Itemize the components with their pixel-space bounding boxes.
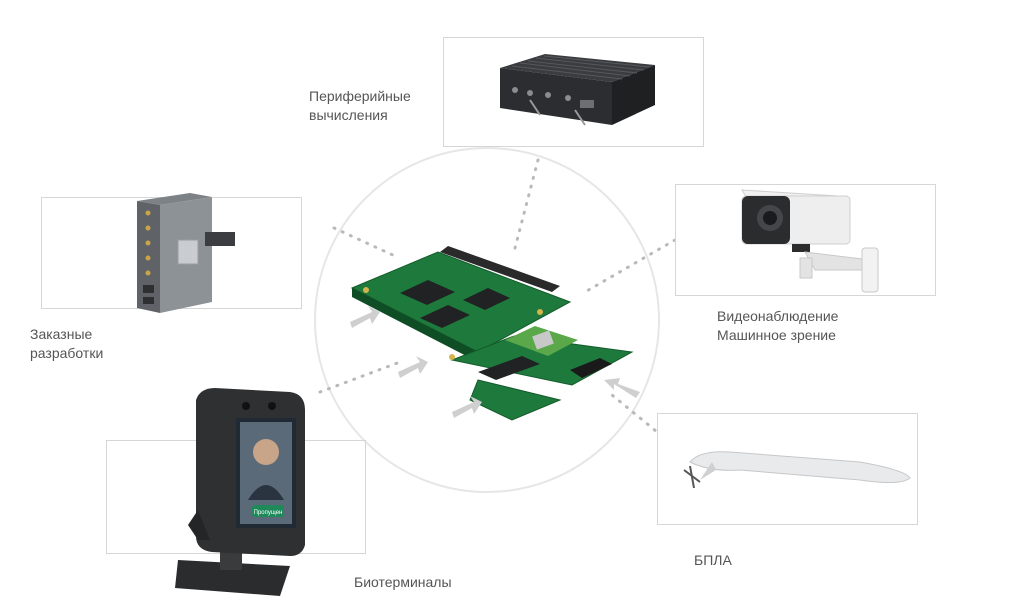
label-edge-line-1: Периферийные	[309, 88, 411, 104]
label-bioterminal: Биотерминалы	[354, 573, 452, 592]
label-video-line-2: Машинное зрение	[717, 327, 836, 343]
label-bio-line-1: Биотерминалы	[354, 574, 452, 590]
label-custom-line-2: разработки	[30, 345, 104, 361]
arrows	[350, 306, 640, 418]
connector-edge	[513, 158, 540, 250]
terminal-screen-text: Пропущен	[254, 510, 283, 516]
arrow-right	[604, 378, 640, 398]
connector-custom	[332, 226, 397, 258]
label-edge-line-2: вычисления	[309, 107, 388, 123]
center-circle	[314, 147, 660, 493]
label-edge-computing: Периферийные вычисления	[309, 87, 411, 125]
din-module-icon	[137, 193, 235, 313]
camera-icon	[741, 189, 879, 293]
label-drone: БПЛА	[694, 551, 732, 570]
connector-video	[583, 238, 677, 294]
label-video: Видеонаблюдение Машинное зрение	[717, 307, 838, 345]
connector-drone	[610, 393, 664, 438]
arrow-left-2	[398, 356, 428, 378]
label-drone-line-1: БПЛА	[694, 552, 732, 568]
connector-bio	[318, 360, 402, 394]
pcb-module-icon	[350, 246, 634, 421]
label-video-line-1: Видеонаблюдение	[717, 308, 839, 324]
drone-icon	[683, 451, 911, 489]
label-custom-line-1: Заказные	[30, 326, 93, 342]
label-custom-dev: Заказные разработки	[30, 325, 103, 363]
arrow-left-1	[350, 306, 380, 328]
arrow-left-3	[452, 396, 482, 418]
edge-computer-icon	[500, 54, 655, 126]
bioterminal-icon: Пропущен	[175, 388, 305, 596]
